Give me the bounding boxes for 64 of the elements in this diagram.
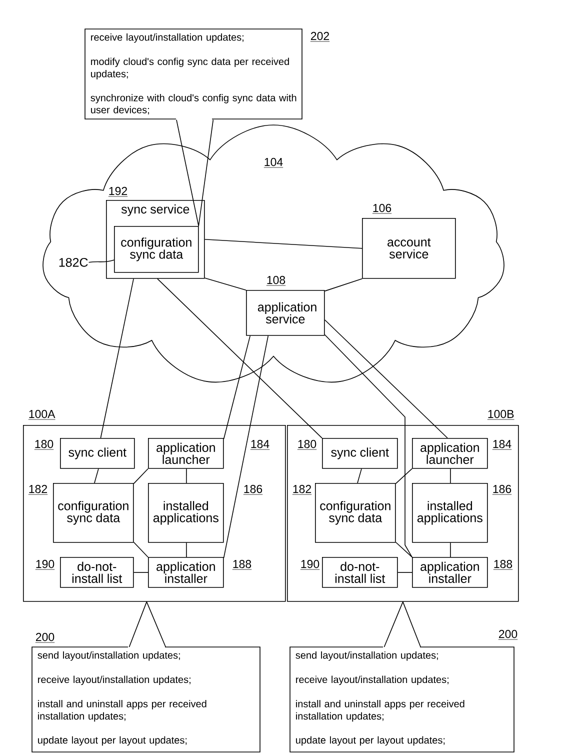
reference-number: 184 (492, 440, 512, 450)
connector-line (450, 542, 451, 558)
connector-line (223, 335, 251, 440)
reference-number: 190 (300, 560, 320, 570)
reference-number: 188 (493, 560, 513, 570)
reference-number: 182 (292, 484, 312, 495)
connector-line (157, 278, 322, 438)
callout-box: send layout/installation updates; receive layout/installation updates; install and uninstall apps per received installation updates; update layout per layout updates; (290, 646, 514, 752)
component-box: installed applications (148, 483, 224, 543)
connector-line (223, 335, 269, 558)
component-box: installed applications (412, 483, 488, 543)
reference-number: 186 (243, 484, 263, 495)
component-box: sync client (322, 438, 398, 469)
connector-line (324, 334, 412, 558)
reference-number: 184 (250, 440, 270, 450)
component-box: configuration sync data (53, 483, 134, 543)
connector-line (100, 278, 134, 438)
connector-line (133, 542, 148, 558)
reference-number: 100A (28, 410, 56, 420)
component-box: application installer (148, 557, 224, 588)
component-box: do-not-install list (322, 557, 398, 588)
reference-number: 106 (372, 204, 392, 214)
connector-line (186, 468, 187, 484)
component-box: application installer (412, 557, 488, 588)
reference-number: 182 (28, 484, 48, 495)
reference-number: 108 (266, 276, 286, 286)
component-box: application launcher (412, 438, 488, 469)
reference-number: 200 (498, 630, 518, 640)
connector-line (133, 572, 148, 573)
reference-number: 180 (34, 440, 54, 450)
component-box: configuration sync data (315, 483, 396, 543)
component-box: sync client (60, 438, 135, 469)
callout-pointer (128, 601, 166, 648)
callout-box: receive layout/installation updates; modify cloud's config sync data per received updates; synchronize with cloud's config sync data with user devices; (84, 28, 302, 120)
reference-number: 188 (232, 560, 252, 570)
reference-number: 192 (108, 186, 128, 197)
reference-number: 100B (487, 410, 514, 420)
connector-line (450, 468, 451, 484)
reference-number: 190 (35, 560, 55, 570)
connector-line (94, 468, 99, 484)
connector-line (395, 542, 412, 558)
reference-number: 186 (492, 484, 512, 495)
connector-line (204, 278, 246, 291)
reference-number: 202 (310, 32, 330, 42)
connector-line (186, 542, 187, 558)
service-box: application service (246, 290, 325, 336)
connector-line (357, 468, 362, 484)
connector-line (395, 468, 412, 484)
callout-pointer (176, 119, 214, 226)
service-box: account service (362, 218, 456, 279)
connector-line (204, 239, 362, 249)
connector-line (397, 572, 412, 573)
reference-label: 182C (59, 258, 88, 267)
component-box: configuration sync data (114, 226, 199, 273)
connector-line (324, 278, 362, 292)
connector-line (324, 319, 448, 438)
connector-line (133, 468, 148, 484)
callout-box: send layout/installation updates; receive layout/installation updates; install and uninstall apps per received installation updates; update layout per layout updates; (32, 646, 260, 752)
component-box: application launcher (148, 438, 224, 469)
component-box: do-not-install list (60, 557, 134, 588)
leader-line (88, 260, 114, 263)
reference-number: 200 (35, 632, 55, 643)
callout-pointer (384, 601, 422, 648)
reference-number: 180 (297, 440, 317, 450)
